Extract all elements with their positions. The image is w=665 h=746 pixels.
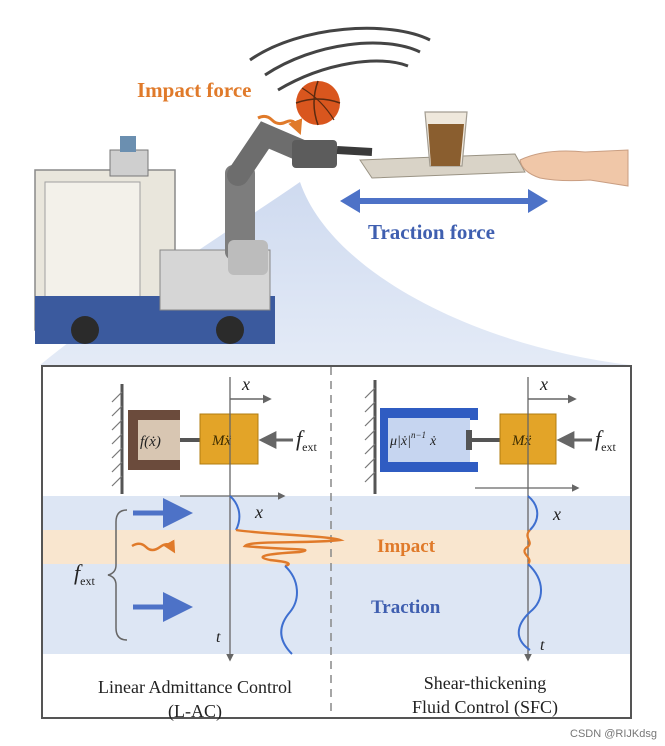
lac-fext-label: fext [296, 426, 317, 454]
input-arrow-impact [131, 539, 176, 554]
sfc-damper [380, 408, 500, 472]
traction-force-arrow [340, 189, 548, 213]
watermark: CSDN @RIJKdsg [570, 728, 657, 740]
impact-band-label: Impact [377, 536, 436, 557]
sfc-response-blue-bottom [517, 563, 542, 651]
lac-response-impact [235, 528, 345, 568]
lac-wall [111, 384, 124, 494]
impact-force-arrow [257, 114, 303, 135]
basketball [295, 80, 341, 126]
sfc-response-impact [523, 529, 531, 565]
tray-with-glass [359, 111, 526, 179]
lac-top-x-label: x [241, 374, 250, 394]
lac-caption-line2: (L-AC) [168, 701, 222, 721]
impact-band [43, 530, 630, 564]
traction-band-label: Traction [371, 597, 441, 618]
fext-brace [107, 509, 128, 641]
lac-response-blue-top [229, 495, 241, 531]
lac-damper [128, 410, 200, 470]
traction-force-label: Traction force [368, 220, 495, 244]
lac-mid-x-label: x [254, 502, 263, 522]
sfc-caption-line2: Fluid Control (SFC) [411, 697, 559, 717]
ball-trajectory-lines [249, 26, 431, 92]
left-fext-label: fext [74, 560, 95, 588]
lac-mass-label: Mẍ [211, 433, 231, 449]
impact-force-label: Impact force [137, 78, 252, 102]
sfc-mid-x-label: x [552, 504, 561, 524]
sfc-fext-label: fext [595, 426, 616, 454]
sfc-mass-label: Mẍ [511, 433, 531, 449]
mobile-robot [34, 136, 275, 344]
sfc-caption-line1: Shear-thickening [423, 673, 547, 693]
upper-band [43, 496, 630, 530]
lac-caption: Linear Admittance Control (L-AC) [60, 675, 330, 723]
sfc-caption: Shear-thickening Fluid Control (SFC) [360, 671, 610, 719]
sfc-wall [364, 380, 377, 494]
lac-caption-line1: Linear Admittance Control [98, 677, 292, 697]
lac-mass-block [199, 413, 259, 465]
sfc-response-blue-top [527, 495, 539, 531]
lac-time-label: t [216, 629, 221, 646]
robot-arm [225, 121, 373, 275]
lac-damper-expression: f(ẋ) [140, 434, 161, 450]
human-hand [519, 149, 629, 187]
sfc-top-x-label: x [539, 374, 548, 394]
lac-response-blue-bottom [280, 565, 298, 655]
sfc-time-label: t [540, 637, 545, 654]
